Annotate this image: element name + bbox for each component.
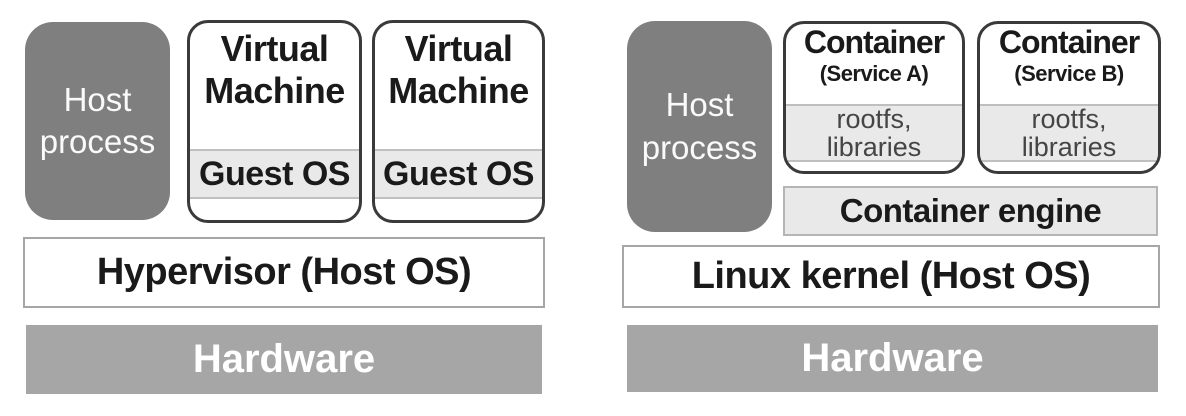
container-box: Container (Service A) rootfs, libraries [783,21,965,174]
host-process-label: Host process [641,86,758,166]
vm-box: Virtual Machine Guest OS [372,20,545,223]
vm-title: Virtual Machine [388,28,529,111]
guest-os-band: Guest OS [190,149,359,199]
linux-kernel-bar: Linux kernel (Host OS) [622,245,1160,308]
container-box: Container (Service B) rootfs, libraries [977,21,1161,174]
container-engine-bar: Container engine [783,186,1158,236]
rootfs-band: rootfs, libraries [786,104,962,162]
guest-os-band: Guest OS [375,149,542,199]
host-process-box: Host process [25,22,170,220]
vm-box: Virtual Machine Guest OS [187,20,362,223]
linux-kernel-label: Linux kernel (Host OS) [691,255,1091,297]
host-process-label: Host process [39,80,156,160]
hardware-label: Hardware [192,337,376,381]
hardware-bar: Hardware [627,325,1158,392]
hypervisor-bar: Hypervisor (Host OS) [23,237,545,308]
hardware-label: Hardware [801,336,984,380]
vm-title: Virtual Machine [204,28,345,111]
hypervisor-label: Hypervisor (Host OS) [96,251,472,293]
container-title: Container [803,24,945,60]
container-engine-label: Container engine [839,192,1102,229]
hardware-bar: Hardware [26,325,542,394]
rootfs-band: rootfs, libraries [980,104,1158,162]
container-subtitle: (Service A) [819,61,929,86]
host-process-box: Host process [627,21,772,232]
container-title: Container [998,24,1140,60]
container-subtitle: (Service B) [1014,61,1124,86]
